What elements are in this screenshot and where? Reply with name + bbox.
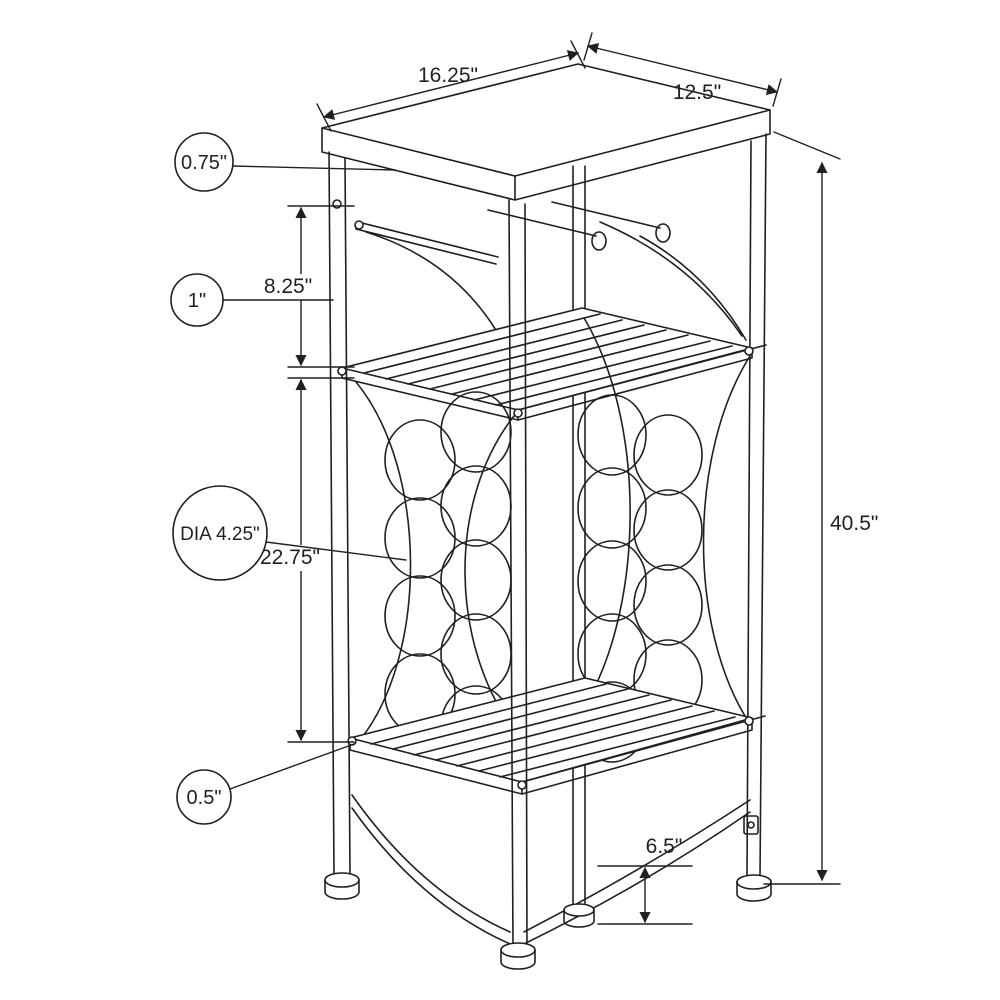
annotations: 16.25" 12.5" 40.5" 8.25" 22.75" — [170, 32, 878, 925]
dim-top-width: 16.25" — [316, 40, 586, 132]
dim-overall-height-label: 40.5" — [830, 512, 878, 535]
callout-frame-tube: 1" — [170, 273, 334, 327]
upper-shelf — [341, 307, 767, 421]
dim-top-depth: 12.5" — [583, 32, 782, 107]
callout-ring-diameter: DIA 4.25" — [172, 485, 407, 581]
dim-leg-height-label: 6.5" — [646, 835, 683, 858]
callout-top-thickness: 0.75" — [174, 132, 396, 192]
callout-shelf-thickness: 0.5" — [176, 743, 355, 825]
dim-upper-section-label: 8.25" — [264, 275, 312, 298]
dim-middle-section-label: 22.75" — [260, 546, 320, 569]
back-leg — [572, 165, 586, 907]
callout-frame-tube-label: 1" — [188, 290, 206, 312]
stemware-rack — [354, 201, 671, 265]
callout-ring-diameter-label: DIA 4.25" — [180, 524, 260, 545]
dim-upper-section: 8.25" — [256, 205, 355, 368]
left-leg — [328, 151, 351, 875]
side-curves — [355, 317, 751, 741]
dim-middle-section: 22.75" — [250, 377, 355, 743]
feet — [324, 872, 772, 970]
base-arches — [351, 794, 759, 945]
callout-top-thickness-label: 0.75" — [181, 152, 227, 174]
dim-leg-height: 6.5" — [597, 835, 693, 925]
right-leg — [746, 133, 767, 877]
front-leg — [508, 199, 528, 947]
callout-shelf-thickness-label: 0.5" — [187, 787, 222, 809]
dim-top-width-label: 16.25" — [418, 64, 478, 87]
dim-top-depth-label: 12.5" — [673, 81, 721, 104]
lower-shelf — [349, 677, 766, 795]
frame-joints — [332, 199, 754, 790]
wine-rack-structure — [321, 63, 772, 970]
dim-overall-height: 40.5" — [763, 131, 878, 885]
bottle-rings-right — [577, 394, 703, 763]
